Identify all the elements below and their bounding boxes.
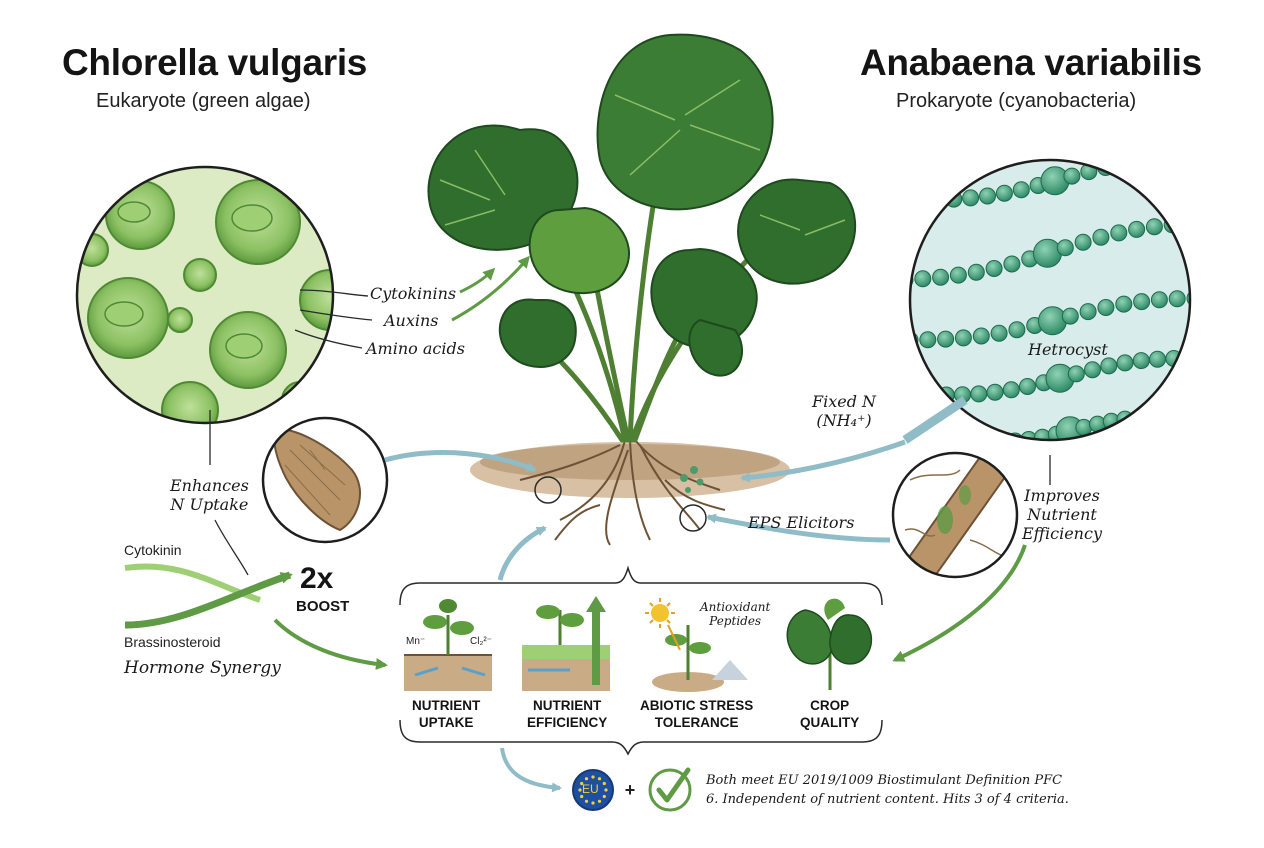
mn-ion-label: Mn⁻ (406, 636, 426, 647)
connectors (124, 255, 1051, 793)
sun-icon (645, 598, 675, 628)
eu-label: EU (582, 782, 599, 796)
right-organism-subtitle: Prokaryote (cyanobacteria) (896, 90, 1137, 112)
anabaena-filament-icon (902, 158, 1192, 444)
heterocyst-label: Hetrocyst (1028, 340, 1108, 359)
cytokinin-label: Cytokinin (124, 542, 182, 558)
brassinosteroid-label: Brassinosteroid (124, 634, 221, 650)
product-label-cytokinins: Cytokinins (370, 284, 457, 303)
nutrient-efficiency-icon (522, 596, 610, 691)
left-organism-title: Chlorella vulgaris (62, 42, 368, 83)
boost-label: BOOST (296, 598, 350, 615)
product-label-auxins: Auxins (384, 311, 439, 330)
root-tip-icon (261, 416, 389, 544)
eu-flag-icon (572, 769, 614, 811)
boost-number: 2x (300, 562, 334, 595)
monstera-plant-icon (427, 33, 856, 546)
plus-sign: + (625, 780, 636, 800)
benefits-bracket (399, 565, 883, 756)
right-organism-title: Anabaena variabilis (860, 42, 1202, 83)
cl-ion-label: Cl₂²⁻ (470, 636, 492, 647)
fixed-n-label: Fixed N(NH₄⁺) (812, 392, 877, 430)
hormone-synergy-label: Hormone Synergy (124, 658, 281, 678)
eps-elicitors-label: EPS Elicitors (748, 513, 855, 532)
left-organism-subtitle: Eukaryote (green algae) (96, 90, 311, 112)
compliance-note: Both meet EU 2019/1009 Biostimulant Defi… (706, 773, 1069, 807)
checkmark-icon (648, 767, 692, 812)
product-label-amino-acids: Amino acids (366, 339, 465, 358)
abiotic-stress-icon (645, 598, 748, 692)
chlorella-cells-icon (75, 165, 335, 425)
root-section-icon (891, 451, 1019, 579)
crop-quality-icon (786, 598, 873, 690)
nutrient-uptake-icon (404, 599, 492, 691)
